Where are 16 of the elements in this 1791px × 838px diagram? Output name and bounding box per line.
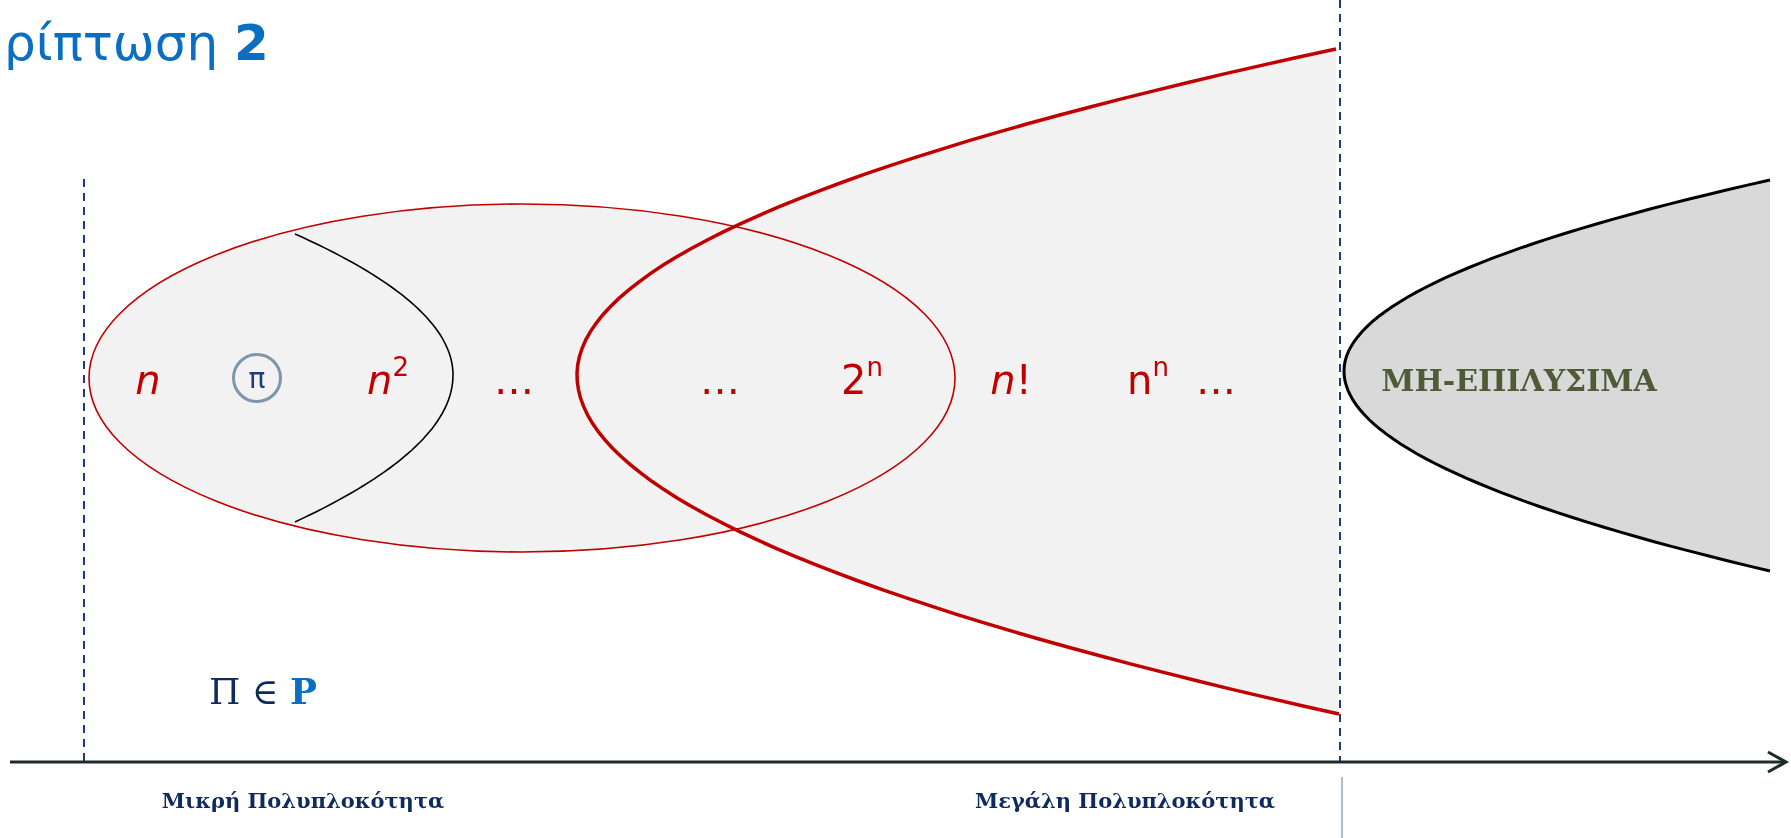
region-label: ΜΗ-ΕΠΙΛΥΣΙΜΑ	[1381, 362, 1657, 398]
complexity-term: …	[700, 357, 740, 403]
title: ρίπτωση 2	[4, 14, 269, 72]
parabola-region	[577, 49, 1340, 714]
pi-circle: π	[232, 353, 282, 403]
complexity-term: n	[135, 357, 161, 403]
complexity-term: 2$^{n}$	[841, 357, 883, 403]
complexity-term: n!	[990, 357, 1032, 403]
unsolvable-region	[1344, 180, 1770, 571]
complexity-term: …	[1196, 357, 1236, 403]
axis-label: Μικρή Πολυπλοκότητα	[161, 787, 445, 813]
complexity-term: n$^{2}$	[367, 357, 409, 403]
set-membership-label: Π ∈ P	[209, 670, 317, 712]
axis-label: Μεγάλη Πολυπλοκότητα	[975, 787, 1275, 813]
complexity-term: …	[494, 357, 534, 403]
complexity-term: n$^{n}$	[1127, 357, 1169, 403]
